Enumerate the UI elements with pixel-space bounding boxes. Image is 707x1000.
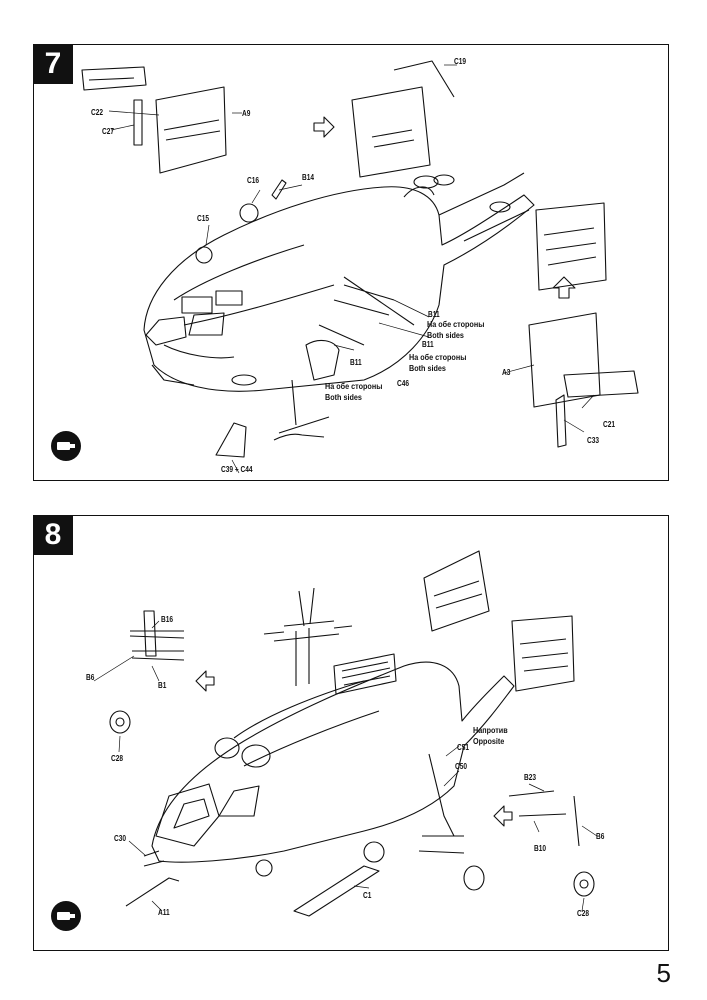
part-label: B11: [350, 358, 362, 367]
glue-tube-icon: [51, 901, 81, 931]
part-label: A3: [502, 368, 511, 377]
part-label: B6: [596, 832, 605, 841]
part-label: B14: [302, 173, 315, 182]
step-7-illustration: [81, 60, 639, 474]
fin-right: [511, 615, 575, 692]
part-label: C15: [197, 214, 210, 223]
fin-right: [535, 202, 607, 291]
part-label: C22: [91, 108, 104, 117]
step-8-illustration: [93, 550, 598, 917]
fuselage: [151, 661, 515, 863]
part-label: B1: [158, 681, 167, 690]
part-label: C51: [457, 743, 470, 752]
part-a9: [155, 86, 227, 174]
rotor-mast: [273, 620, 340, 686]
part-label: C39 + C44: [221, 465, 253, 474]
part-label: B11: [422, 340, 434, 349]
part-label: C28: [577, 909, 590, 918]
part-label: C19: [454, 57, 467, 66]
part-label: C16: [247, 176, 260, 185]
part-label: C30: [114, 834, 127, 843]
part-c1: [293, 865, 380, 917]
part-label: B23: [524, 773, 537, 782]
part-label: C27: [102, 127, 115, 136]
part-label: C46: [397, 379, 410, 388]
part-a3: [528, 312, 601, 408]
part-label: B11: [428, 310, 440, 319]
part-label: C28: [111, 754, 124, 763]
part-label: A9: [242, 109, 251, 118]
part-label: C21: [603, 420, 616, 429]
step-8-panel: 8: [33, 515, 669, 951]
step-number: 8: [33, 515, 73, 555]
part-label: B6: [86, 673, 95, 682]
fuselage: [143, 186, 535, 392]
part-label: B10: [534, 844, 547, 853]
step-7-panel: 7: [33, 44, 669, 481]
fin-upper: [351, 86, 431, 178]
part-label: B16: [161, 615, 174, 624]
step-number: 7: [33, 44, 73, 84]
part-label: A11: [158, 908, 170, 917]
part-label: C33: [587, 436, 600, 445]
part-label: C50: [455, 762, 468, 771]
page-number: 5: [656, 958, 671, 988]
landing-gear: [273, 379, 330, 441]
fin-upper: [423, 550, 490, 632]
glue-tube-icon: [51, 431, 81, 461]
part-label: C1: [363, 891, 372, 900]
